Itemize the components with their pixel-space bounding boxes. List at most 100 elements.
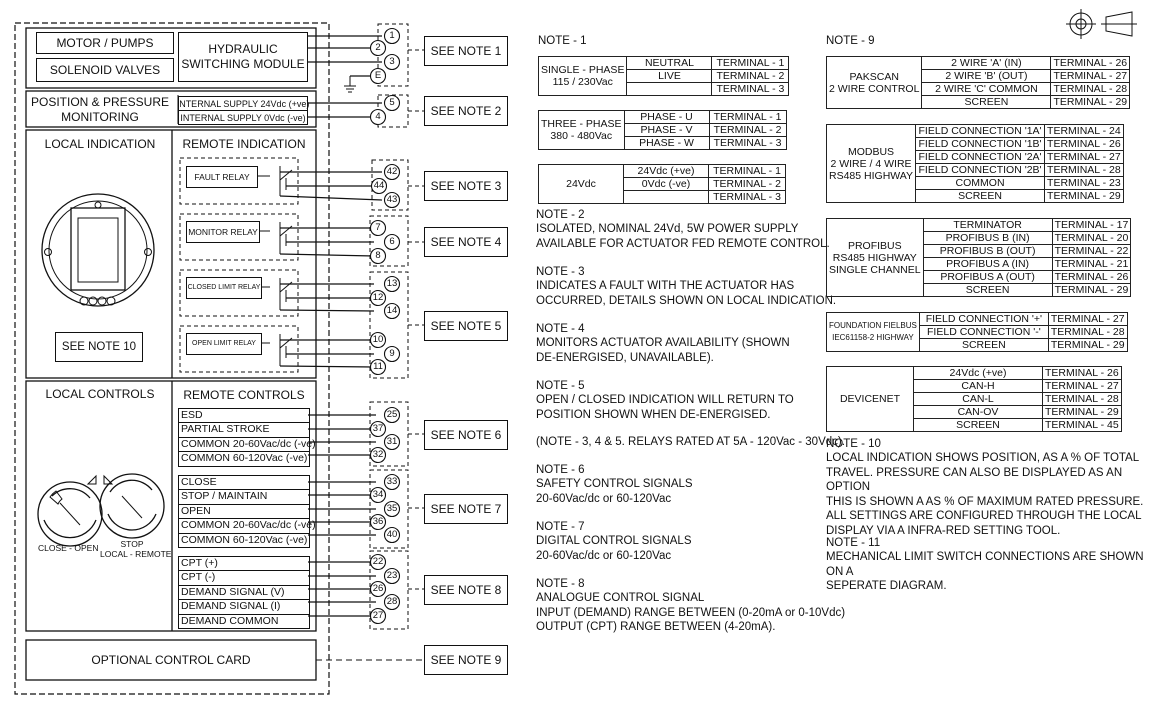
position-pressure-label-2: MONITORING bbox=[61, 110, 139, 124]
terminal-cell: TERMINAL - 29 bbox=[1042, 405, 1122, 419]
terminal-cell: TERMINAL - 2 bbox=[711, 69, 790, 83]
signal-cell: FIELD CONNECTION '2B' bbox=[915, 163, 1046, 177]
internal-supply-neg: INTERNAL SUPPLY 0Vdc (-ve) bbox=[178, 110, 308, 125]
monitor-relay-box: MONITOR RELAY bbox=[186, 221, 260, 243]
signal-cell: SCREEN bbox=[918, 338, 1049, 352]
table-label-line: 2 WIRE CONTROL bbox=[829, 82, 920, 95]
terminal-cell: TERMINAL - 29 bbox=[1044, 189, 1124, 203]
signal-cell: 0Vdc (-ve) bbox=[623, 177, 709, 191]
see-note-8-box: SEE NOTE 8 bbox=[424, 575, 508, 605]
terminal-number: 34 bbox=[372, 489, 384, 500]
terminal-cell: TERMINAL - 1 bbox=[708, 110, 787, 124]
table-label-line: MODBUS bbox=[847, 145, 895, 158]
control-signal-label: COMMON 60-120Vac (-ve) bbox=[179, 451, 309, 465]
terminal-cell: TERMINAL - 21 bbox=[1051, 257, 1132, 271]
terminal-number: 4 bbox=[375, 111, 381, 122]
indication-section-frame bbox=[25, 129, 317, 379]
terminal-cell: TERMINAL - 26 bbox=[1050, 56, 1131, 70]
position-pressure-label-1: POSITION & PRESSURE bbox=[30, 95, 170, 109]
table-label-line: IEC61158-2 HIGHWAY bbox=[832, 333, 914, 342]
terminal-cell: TERMINAL - 3 bbox=[708, 136, 787, 150]
note-10-title: NOTE - 10 bbox=[826, 438, 881, 450]
table-label-cell: DEVICENET bbox=[826, 366, 914, 432]
signal-cell: TERMINATOR bbox=[922, 218, 1053, 232]
motor-pumps-label: MOTOR / PUMPS bbox=[56, 36, 154, 50]
relay-rating-note: (NOTE - 3, 4 & 5. RELAYS RATED AT 5A - 1… bbox=[536, 436, 845, 448]
see-note-6-box: SEE NOTE 6 bbox=[424, 420, 508, 450]
signal-cell: SCREEN bbox=[921, 95, 1052, 109]
terminal-number: 13 bbox=[386, 278, 398, 289]
terminal-cell: TERMINAL - 22 bbox=[1051, 244, 1132, 258]
closed-limit-relay-contact bbox=[179, 269, 375, 317]
signal-cell: COMMON bbox=[915, 176, 1046, 190]
see-note-10-box: SEE NOTE 10 bbox=[55, 332, 143, 362]
signal-cell: FIELD CONNECTION '1A' bbox=[915, 124, 1046, 138]
terminal-number: 7 bbox=[375, 222, 381, 233]
terminal-number: 22 bbox=[372, 556, 384, 567]
terminal-cell: TERMINAL - 28 bbox=[1047, 325, 1128, 339]
terminal-cell: TERMINAL - 29 bbox=[1047, 338, 1128, 352]
local-remote-label: LOCAL - REMOTE bbox=[100, 549, 172, 559]
terminal-number: 40 bbox=[386, 529, 398, 540]
signal-cell: 2 WIRE 'B' (OUT) bbox=[921, 69, 1052, 83]
control-signal-label: CPT (-) bbox=[179, 570, 309, 584]
terminal-number: 3 bbox=[389, 56, 395, 67]
signal-cell: PHASE - V bbox=[623, 123, 710, 137]
note-4-title: NOTE - 4 bbox=[536, 323, 585, 335]
control-signal-label: ESD bbox=[181, 409, 203, 421]
table-label-line: 380 - 480Vac bbox=[550, 130, 613, 142]
terminal-cell: TERMINAL - 27 bbox=[1050, 69, 1131, 83]
signal-cell bbox=[626, 82, 713, 96]
see-note-2-box: SEE NOTE 2 bbox=[424, 96, 508, 126]
signal-cell: FIELD CONNECTION '1B' bbox=[915, 137, 1046, 151]
control-signal-label: CPT (+) bbox=[181, 557, 218, 569]
terminal-number: E bbox=[374, 70, 382, 81]
signal-cell: 2 WIRE 'C' COMMON bbox=[921, 82, 1052, 96]
signal-cell: LIVE bbox=[626, 69, 713, 83]
terminal-cell: TERMINAL - 28 bbox=[1042, 392, 1122, 406]
signal-cell: CAN-L bbox=[913, 392, 1043, 406]
terminal-cell: TERMINAL - 17 bbox=[1051, 218, 1132, 232]
control-signal-label: DEMAND COMMON bbox=[179, 613, 309, 628]
see-note-5-box: SEE NOTE 5 bbox=[424, 311, 508, 341]
terminal-cell: TERMINAL - 1 bbox=[708, 164, 786, 178]
control-signal-label: STOP / MAINTAIN bbox=[179, 489, 309, 503]
terminal-cell: TERMINAL - 27 bbox=[1042, 379, 1122, 393]
terminal-cell: TERMINAL - 23 bbox=[1044, 176, 1124, 190]
control-signal-label: CLOSE bbox=[181, 476, 217, 488]
table-label-line: DEVICENET bbox=[839, 393, 901, 405]
see-note-9-box: SEE NOTE 9 bbox=[424, 645, 508, 675]
terminal-number: 9 bbox=[389, 348, 395, 359]
hydraulic-switching-module: HYDRAULIC SWITCHING MODULE bbox=[178, 32, 308, 82]
terminal-cell: TERMINAL - 26 bbox=[1042, 366, 1122, 380]
local-controls-heading: LOCAL CONTROLS bbox=[45, 387, 155, 401]
note-3-title: NOTE - 3 bbox=[536, 266, 585, 278]
signal-cell: PHASE - W bbox=[623, 136, 710, 150]
signal-cell: FIELD CONNECTION '-' bbox=[918, 325, 1049, 339]
monitor-relay-contact bbox=[179, 213, 375, 261]
signal-cell: CAN-H bbox=[913, 379, 1043, 393]
signal-cell: PROFIBUS A (IN) bbox=[922, 257, 1053, 271]
table-label-line: RS485 HIGHWAY bbox=[829, 169, 914, 182]
note-1-title: NOTE - 1 bbox=[538, 35, 587, 47]
note-11-title: NOTE - 11 bbox=[826, 537, 881, 549]
terminal-cell: TERMINAL - 2 bbox=[708, 123, 787, 137]
table-label-line: SINGLE - PHASE bbox=[541, 64, 625, 76]
note-5-title: NOTE - 5 bbox=[536, 380, 585, 392]
see-note-4-box: SEE NOTE 4 bbox=[424, 227, 508, 257]
signal-cell: PHASE - U bbox=[623, 110, 710, 124]
terminal-number: 2 bbox=[375, 42, 381, 53]
note-8-title: NOTE - 8 bbox=[536, 578, 585, 590]
terminal-cell: TERMINAL - 1 bbox=[711, 56, 790, 70]
